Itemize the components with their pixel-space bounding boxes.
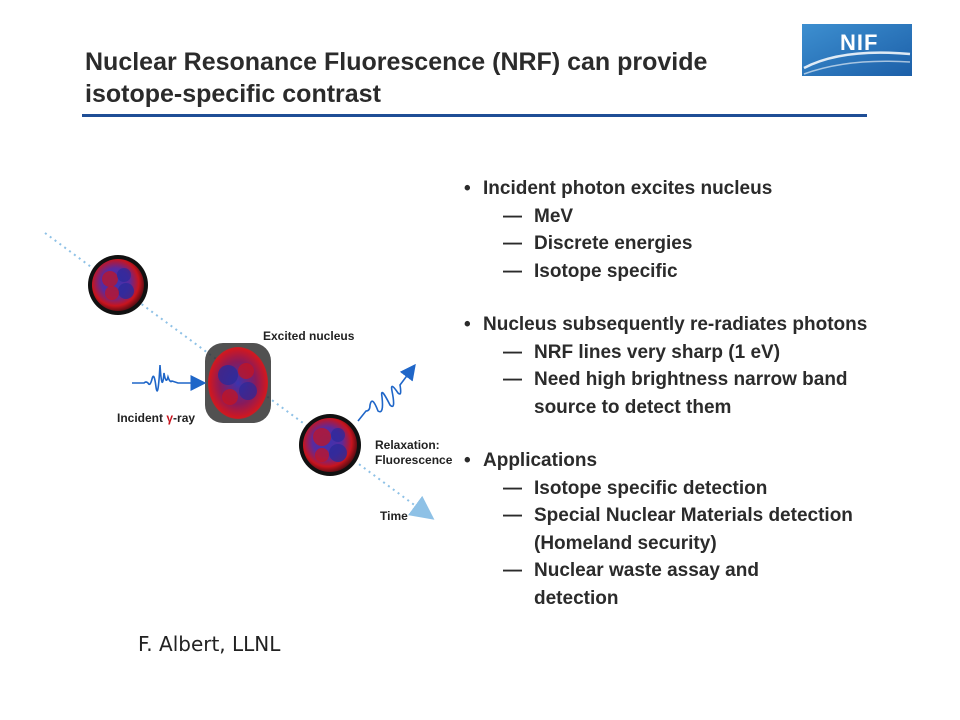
emitted-wave [357,363,416,422]
bullet-dot: • [464,178,471,199]
time-label: Time [380,509,408,523]
sub-bullet-item: — NRF lines very sharp (1 eV) [463,339,943,367]
ground-nucleus [88,255,148,315]
sub-bullet-item: — Nuclear waste assay and detection [463,557,943,612]
sub-bullet-item: — Isotope specific [463,258,943,286]
sub-bullet-text: MeV [534,205,574,227]
bullet-group: • Applications — Isotope specific detecti… [463,447,943,612]
bullet-item: • Nucleus subsequently re-radiates photo… [463,311,943,339]
sub-bullet-text: Nuclear waste assay and detection [534,560,759,609]
bullet-text: Incident photon excites nucleus [483,178,773,199]
sub-bullet-item: — Special Nuclear Materials detection (Ho… [463,502,943,557]
incident-gamma-suffix: -ray [173,411,196,425]
excited-nucleus-label: Excited nucleus [263,329,355,343]
bullet-dot: • [464,450,471,471]
sub-bullet-dash: — [503,233,522,254]
sub-bullet-dash: — [503,341,522,363]
sub-bullet-text: Isotope specific [534,260,678,282]
nrf-diagram: Excited nucleus Incident γ-ray Relaxatio… [40,225,470,535]
sub-bullet-item: — MeV [463,203,943,231]
sub-bullet-dash: — [503,505,522,526]
nif-logo [802,24,912,76]
relaxation-label-line-2: Fluorescence [375,453,453,467]
bullet-list: • Incident photon excites nucleus — MeV —… [463,175,943,638]
sub-bullet-dash: — [503,369,522,390]
relaxation-label: Relaxation: Fluorescence [375,438,452,468]
incident-gamma-prefix: Incident [117,411,167,425]
bullet-item: • Applications [463,447,943,475]
sub-bullet-item: — Isotope specific detection [463,475,943,503]
bullet-item: • Incident photon excites nucleus [463,175,943,203]
sub-bullet-text: Discrete energies [534,233,693,254]
bullet-group: • Incident photon excites nucleus — MeV —… [463,175,943,285]
sub-bullet-dash: — [503,560,522,581]
gamma-symbol: γ [166,411,174,425]
bullet-dot: • [464,314,471,335]
excited-nucleus [205,343,271,423]
logo-text: NIF [840,30,879,55]
relaxed-nucleus [299,414,361,476]
sub-bullet-dash: — [503,205,522,227]
incident-gamma-label: Incident γ-ray [117,411,195,426]
sub-bullet-dash: — [503,260,522,282]
incident-wave [132,364,207,392]
sub-bullet-item: — Need high brightness narrow band source… [463,366,943,421]
relaxation-label-line-1: Relaxation: [375,438,440,452]
title-line-1: Nuclear Resonance Fluorescence (NRF) can… [85,48,708,76]
sub-bullet-text: Isotope specific detection [534,477,768,499]
bullet-text: Nucleus subsequently re-radiates photons [483,314,868,335]
sub-bullet-dash: — [503,477,522,499]
sub-bullet-text: NRF lines very sharp (1 eV) [534,341,781,363]
bullet-group: • Nucleus subsequently re-radiates photo… [463,311,943,421]
bullet-text: Applications [483,450,598,471]
title-underline [82,114,867,117]
nrf-illustration [44,232,435,520]
sub-bullet-text: Special Nuclear Materials detection (Hom… [534,505,853,554]
credit-text: F. Albert, LLNL [138,632,281,656]
slide-title: Nuclear Resonance Fluorescence (NRF) can… [85,46,785,110]
title-line-2: isotope-specific contrast [85,80,381,108]
sub-bullet-item: — Discrete energies [463,230,943,258]
sub-bullet-text: Need high brightness narrow band source … [534,369,848,418]
